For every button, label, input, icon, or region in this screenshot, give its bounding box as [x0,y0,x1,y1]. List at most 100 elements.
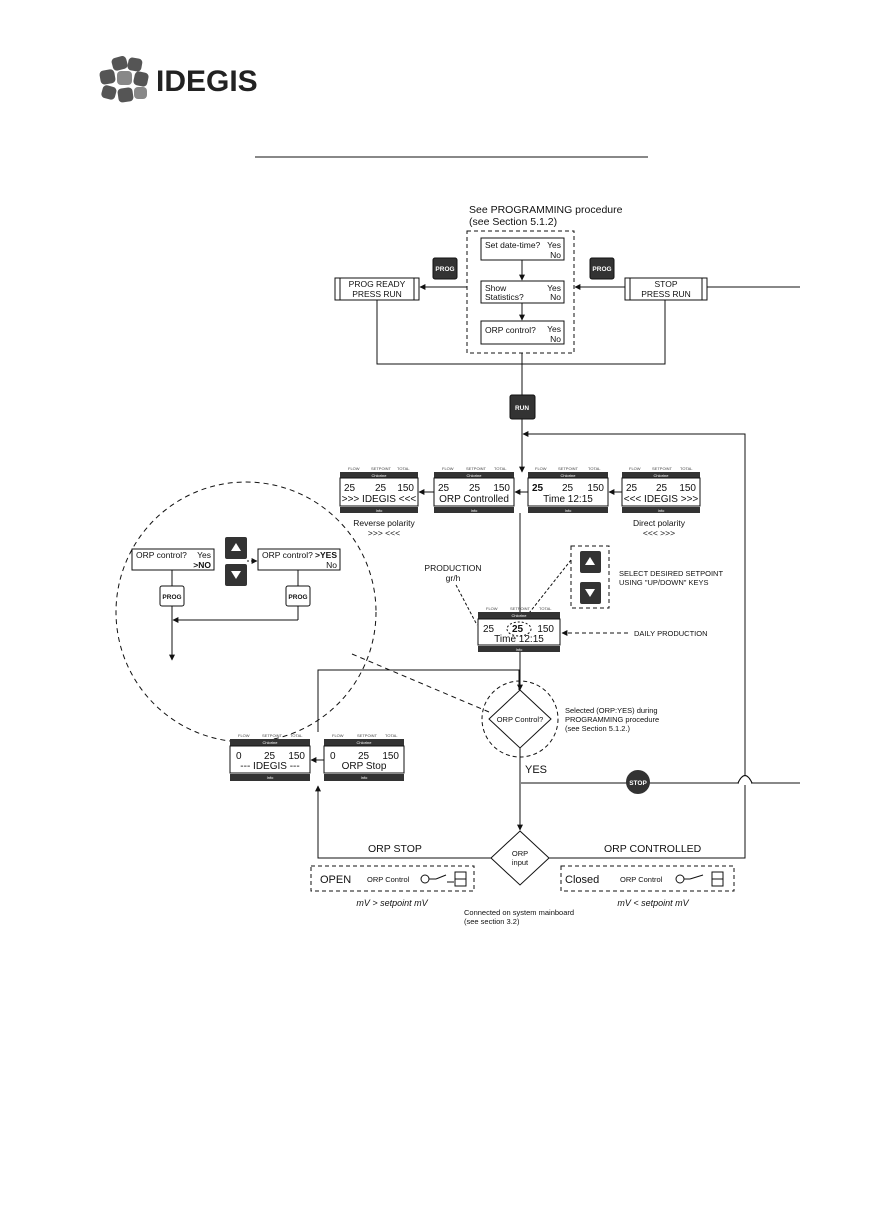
cond-open: mV > setpoint mV [356,898,428,908]
loop-line-right [522,431,746,848]
svg-text:25: 25 [626,483,638,494]
closed-contact-box [560,865,735,892]
svg-text:RUN: RUN [515,405,529,412]
display-reverse-polarity: FLOW SETPOINT TOTAL Chlorine 25 25 150 >… [339,466,419,513]
svg-text:STOP: STOP [629,780,647,787]
svg-text:25: 25 [469,483,481,494]
svg-text:Chlorine: Chlorine [372,473,388,478]
stop-line2: PRESS RUN [641,289,691,299]
down-key[interactable] [580,582,601,604]
closed-label: Closed [565,874,599,886]
reverse-polarity-symbol: >>> <<< [368,528,400,538]
orp-stop-label: ORP STOP [368,843,422,855]
svg-text:TOTAL: TOTAL [290,733,303,738]
statistics-no: No [550,292,561,302]
open-contact-box [310,865,475,892]
stop-button[interactable]: STOP [626,770,650,794]
svg-text:Chlorine: Chlorine [263,740,279,745]
datetime-question: Set date-time? [485,240,541,250]
svg-text:Time 12:15: Time 12:15 [543,494,593,505]
setpoint-highlight [506,621,532,637]
production-label-1: PRODUCTION [424,563,481,573]
orp-input-label-1: ORP [512,849,528,858]
zoom-circle [115,481,377,743]
closed-orp-control: ORP Control [620,875,663,884]
svg-text:TOTAL: TOTAL [385,733,398,738]
svg-text:PROG: PROG [592,266,611,273]
svg-text:25: 25 [656,483,668,494]
statistics-yes: Yes [547,283,561,293]
display-orp-controlled: FLOW SETPOINT TOTAL Chlorine 25 25 150 O… [433,466,515,513]
up-key-zoom[interactable] [225,537,247,559]
svg-text:SETPOINT: SETPOINT [466,466,487,471]
svg-text:TOTAL: TOTAL [588,466,601,471]
reverse-polarity-label: Reverse polarity [353,518,415,528]
svg-text:25: 25 [375,483,387,494]
closed-switch-icon [675,871,724,887]
arrow-down-icon [585,589,595,597]
stop-line1: STOP [655,279,678,289]
prog-button-zoom-right[interactable]: PROG [285,585,311,607]
statistics-question-1: Show [485,283,507,293]
zoom-connector [351,653,490,713]
up-key[interactable] [580,551,601,573]
svg-text:Info: Info [471,508,478,513]
svg-text:TOTAL: TOTAL [397,466,410,471]
svg-text:SETPOINT: SETPOINT [510,606,531,611]
zoom-no-question: ORP control? [136,550,187,560]
svg-text:Info: Info [361,775,368,780]
svg-text:Info: Info [376,508,383,513]
svg-text:25: 25 [562,483,574,494]
svg-text:SETPOINT: SETPOINT [371,466,392,471]
orp-no: No [550,334,561,344]
svg-text:150: 150 [382,751,399,762]
svg-text:25: 25 [358,751,370,762]
run-button[interactable]: RUN [509,394,536,420]
yes-label: YES [525,764,547,776]
brand-name: IDEGIS [156,65,258,98]
connected-note-1: Connected on system mainboard [464,908,574,917]
statistics-question-2: Statistics? [485,292,524,302]
svg-text:SETPOINT: SETPOINT [262,733,283,738]
svg-text:>>> IDEGIS <<<: >>> IDEGIS <<< [342,494,417,505]
svg-text:25: 25 [532,483,544,494]
zoom-yes-selected: >YES [315,550,337,560]
svg-text:TOTAL: TOTAL [539,606,552,611]
datetime-yes: Yes [547,240,561,250]
svg-text:25: 25 [512,624,524,635]
svg-text:25: 25 [483,624,495,635]
display-setpoint: FLOW SETPOINT TOTAL Chlorine 25 25 150 T… [477,606,561,652]
arrow-down-icon [231,571,241,579]
arrow-up-icon [585,557,595,565]
display-direct-polarity: FLOW SETPOINT TOTAL Chlorine 25 25 150 <… [621,466,701,513]
svg-text:FLOW: FLOW [535,466,547,471]
prog-button-zoom-left[interactable]: PROG [159,585,185,607]
up-down-keys-group [570,545,610,609]
prog-ready-line1: PROG READY [349,279,406,289]
prog-button-top-left[interactable]: PROG [432,257,458,280]
prog-button-top-right[interactable]: PROG [589,257,615,280]
line-orp-controlled [549,848,746,859]
svg-text:Chlorine: Chlorine [357,740,373,745]
selected-note-2: PROGRAMMING procedure [565,715,659,724]
svg-text:0: 0 [236,751,242,762]
select-setpoint-1: SELECT DESIRED SETPOINT [619,569,723,578]
svg-text:SETPOINT: SETPOINT [652,466,673,471]
svg-text:SETPOINT: SETPOINT [558,466,579,471]
display-time: FLOW SETPOINT TOTAL Chlorine 25 25 150 T… [527,466,609,513]
svg-text:Chlorine: Chlorine [467,473,483,478]
cond-closed: mV < setpoint mV [617,898,689,908]
svg-text:TOTAL: TOTAL [494,466,507,471]
down-key-zoom[interactable] [225,564,247,586]
svg-text:FLOW: FLOW [238,733,250,738]
svg-text:25: 25 [264,751,276,762]
stop-box [629,277,703,301]
orp-input-decision [490,830,550,886]
display-idegis-stop: FLOW SETPOINT TOTAL Chlorine 0 25 150 --… [229,733,311,781]
open-label: OPEN [320,874,351,886]
svg-text:Info: Info [658,508,665,513]
svg-text:150: 150 [587,483,604,494]
orp-input-label-2: input [512,858,529,867]
programming-subtitle: (see Section 5.1.2) [469,216,557,228]
